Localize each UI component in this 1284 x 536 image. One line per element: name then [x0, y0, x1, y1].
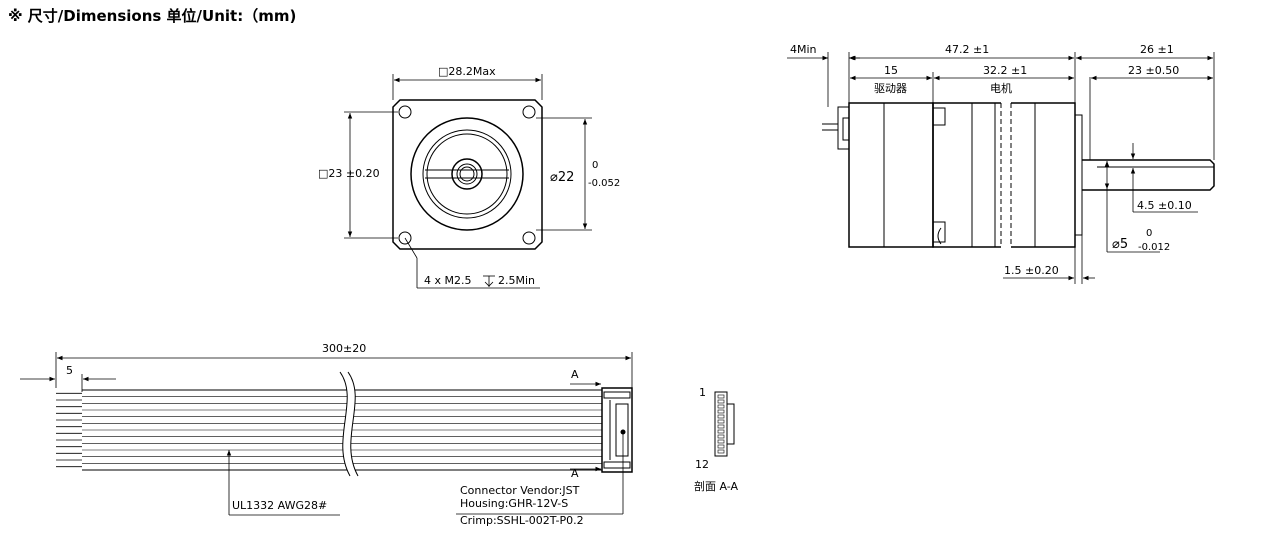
pilot-boss-outer — [410, 117, 524, 231]
driver-length-label: 15 — [884, 64, 898, 77]
hole-spec-label: 4 x M2.5 — [424, 274, 472, 287]
width-label: □28.2Max — [438, 65, 496, 78]
shaft-length-label: 26 ±1 — [1140, 43, 1174, 56]
motor-face-outline — [392, 99, 543, 250]
hole-depth-label: 2.5Min — [498, 274, 535, 287]
mount-hole-tl — [398, 105, 412, 119]
wire-spec-label: UL1332 AWG28# — [232, 499, 327, 512]
cable-length-label: 300±20 — [322, 342, 366, 355]
section-pin — [717, 424, 725, 429]
jst-connector — [601, 387, 633, 473]
boss-height-label: 1.5 ±0.20 — [1004, 264, 1059, 277]
hole-pitch-label: □23 ±0.20 — [318, 167, 380, 180]
flat-depth-label: 4.5 ±0.10 — [1137, 199, 1192, 212]
strip-length-label: 5 — [66, 364, 73, 377]
motor-shaft — [1082, 159, 1215, 191]
pilot-tol-lower: -0.052 — [588, 178, 620, 189]
pilot-boss-ring — [426, 133, 508, 215]
motor-length-label: 32.2 ±1 — [983, 64, 1027, 77]
shaft-tol-upper: 0 — [1146, 228, 1152, 239]
break-line-right — [347, 371, 359, 477]
crimp-label: Crimp:SSHL-002T-P0.2 — [460, 514, 584, 527]
pin-first-label: 1 — [699, 386, 706, 399]
shaft-circle-outer — [451, 158, 483, 190]
shaft-circle-inner — [456, 163, 478, 185]
ribbon-wires — [56, 389, 602, 471]
page-title: ※ 尺寸/Dimensions 单位/Unit:（mm) — [8, 7, 296, 25]
rear-connector — [822, 106, 850, 150]
pin-last-label: 12 — [695, 458, 709, 471]
section-pin — [717, 409, 725, 414]
pilot-dia-label: ⌀22 — [550, 170, 574, 185]
connector-vendor-label: Connector Vendor:JST — [460, 484, 580, 497]
depth-symbol-icon — [483, 275, 495, 287]
driver-label: 驱动器 — [874, 82, 907, 95]
section-pins — [717, 394, 725, 454]
section-pin — [717, 434, 725, 439]
section-pin — [717, 394, 725, 399]
front-boss — [1074, 114, 1083, 236]
section-pin — [717, 429, 725, 434]
pilot-tol-upper: 0 — [592, 160, 598, 171]
section-pin — [717, 449, 725, 454]
section-pin — [717, 444, 725, 449]
section-caption: 剖面 A-A — [694, 479, 739, 493]
cable-view: 300±20 5 A A UL1332 AWG28# — [20, 342, 633, 527]
section-pin — [717, 399, 725, 404]
driver-body — [848, 102, 934, 248]
section-pin — [717, 404, 725, 409]
pilot-boss-inner — [422, 129, 512, 219]
section-a-a: 1 12 剖面 A-A — [694, 386, 739, 493]
side-view: 4Min 47.2 ±1 26 ±1 15 驱动器 32.2 ±1 电机 23 … — [787, 43, 1215, 284]
section-pin — [717, 439, 725, 444]
section-pin — [717, 414, 725, 419]
mount-hole-bl — [398, 231, 412, 245]
section-pin — [717, 419, 725, 424]
break-line-left — [339, 371, 351, 477]
min-label: 4Min — [790, 43, 817, 56]
front-view: □28.2Max □23 ±0.20 ⌀22 0 -0.052 4 x M2.5… — [318, 65, 620, 289]
housing-label: Housing:GHR-12V-S — [460, 497, 568, 510]
total-length-label: 47.2 ±1 — [945, 43, 989, 56]
mount-hole-tr — [522, 105, 536, 119]
shaft-tol-lower: -0.012 — [1138, 242, 1170, 253]
section-a-top: A — [571, 368, 579, 381]
flat-length-label: 23 ±0.50 — [1128, 64, 1179, 77]
shaft-dia-label: ⌀5 — [1112, 237, 1128, 252]
motor-label: 电机 — [990, 81, 1012, 95]
section-a-bottom: A — [571, 467, 579, 480]
mount-hole-br — [522, 231, 536, 245]
